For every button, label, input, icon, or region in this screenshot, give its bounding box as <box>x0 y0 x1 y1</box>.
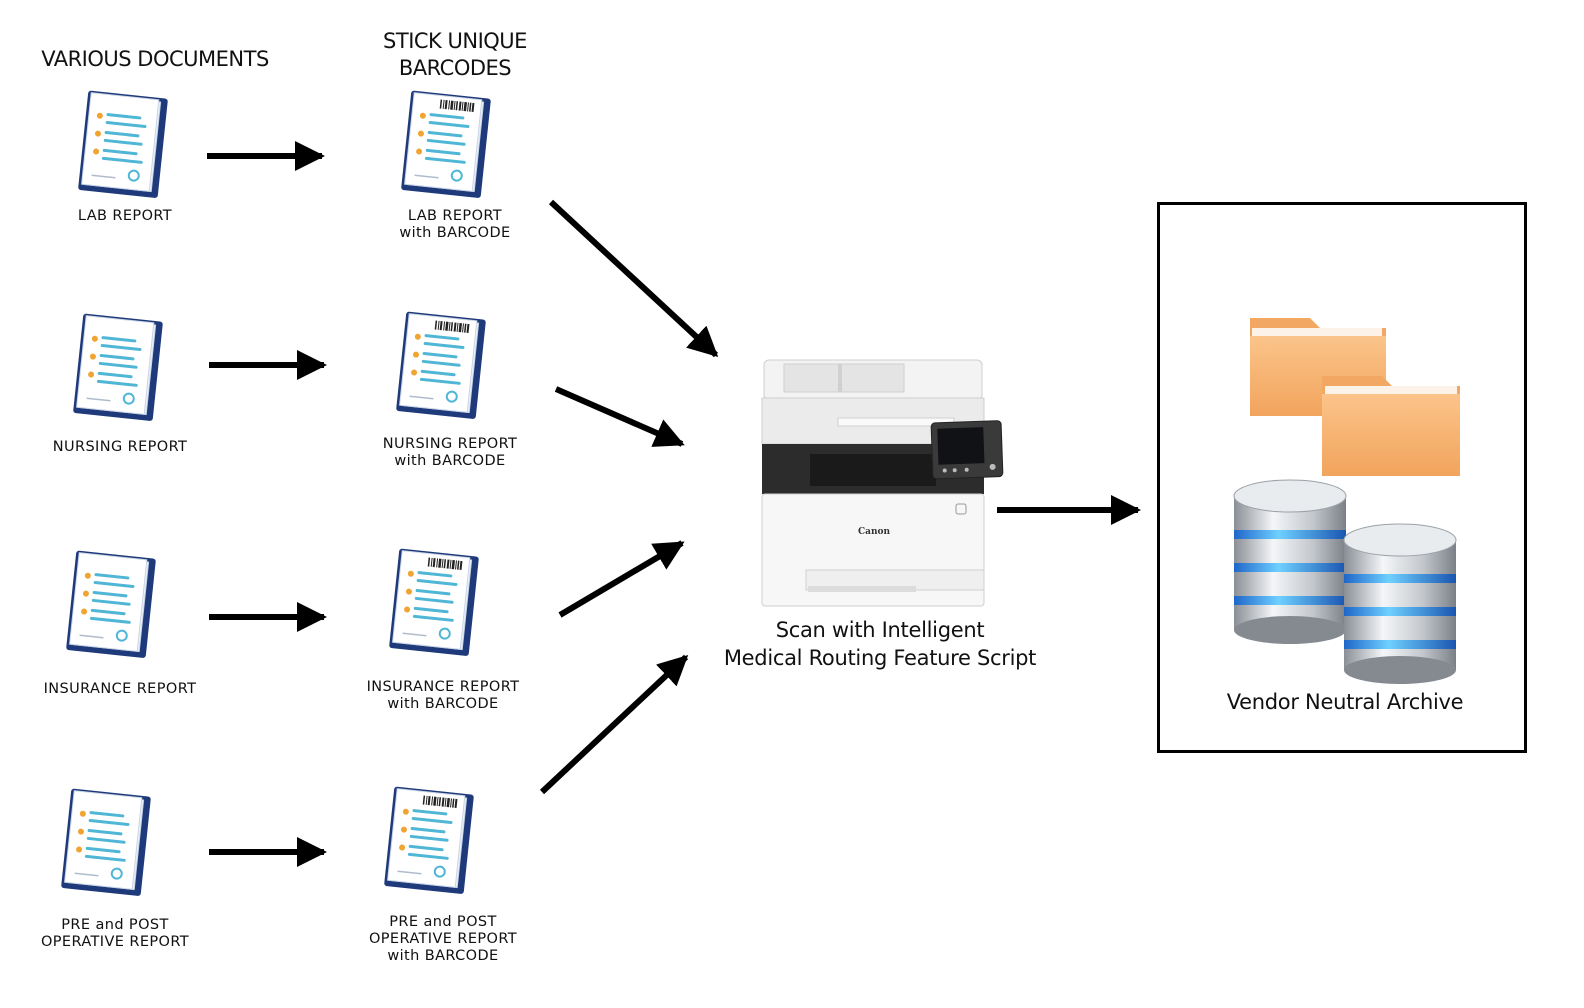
insurance-report-doc-icon <box>64 548 158 660</box>
arrow-lab-to-scanner <box>548 199 719 358</box>
label-nursing-report: NURSING REPORT <box>52 439 188 455</box>
printer-scanner-icon: Canon <box>761 359 1004 607</box>
label-lab-report-barcode: LAB REPORT with BARCODE <box>399 208 511 241</box>
folder-icon <box>1322 376 1460 476</box>
label-insurance-report-barcode: INSURANCE REPORT with BARCODE <box>366 679 520 712</box>
nursing-report-doc-icon <box>71 311 165 423</box>
header-stick-barcodes: STICK UNIQUE BARCODES <box>383 29 527 80</box>
arrow-operative-to-scanner <box>539 654 689 795</box>
archive-caption: Vendor Neutral Archive <box>1226 690 1464 714</box>
vendor-neutral-archive-box <box>1157 202 1527 753</box>
label-operative-report-barcode: PRE and POST OPERATIVE REPORT with BARCO… <box>368 914 518 964</box>
label-insurance-report: INSURANCE REPORT <box>43 681 197 697</box>
label-lab-report: LAB REPORT <box>77 208 173 224</box>
header-various-documents: VARIOUS DOCUMENTS <box>41 47 269 71</box>
scanner-brand: Canon <box>858 527 891 537</box>
operative-report-doc-icon <box>59 786 153 898</box>
database-icon <box>1343 523 1457 684</box>
scanner-caption: Scan with Intelligent Medical Routing Fe… <box>723 618 1037 670</box>
lab-report-doc-icon <box>76 88 170 200</box>
label-nursing-report-barcode: NURSING REPORT with BARCODE <box>382 436 518 469</box>
arrow-insurance-to-scanner <box>558 540 685 618</box>
arrow-nursing-to-scanner <box>554 386 685 447</box>
database-icon <box>1233 479 1347 644</box>
label-operative-report: PRE and POST OPERATIVE REPORT <box>40 917 190 950</box>
